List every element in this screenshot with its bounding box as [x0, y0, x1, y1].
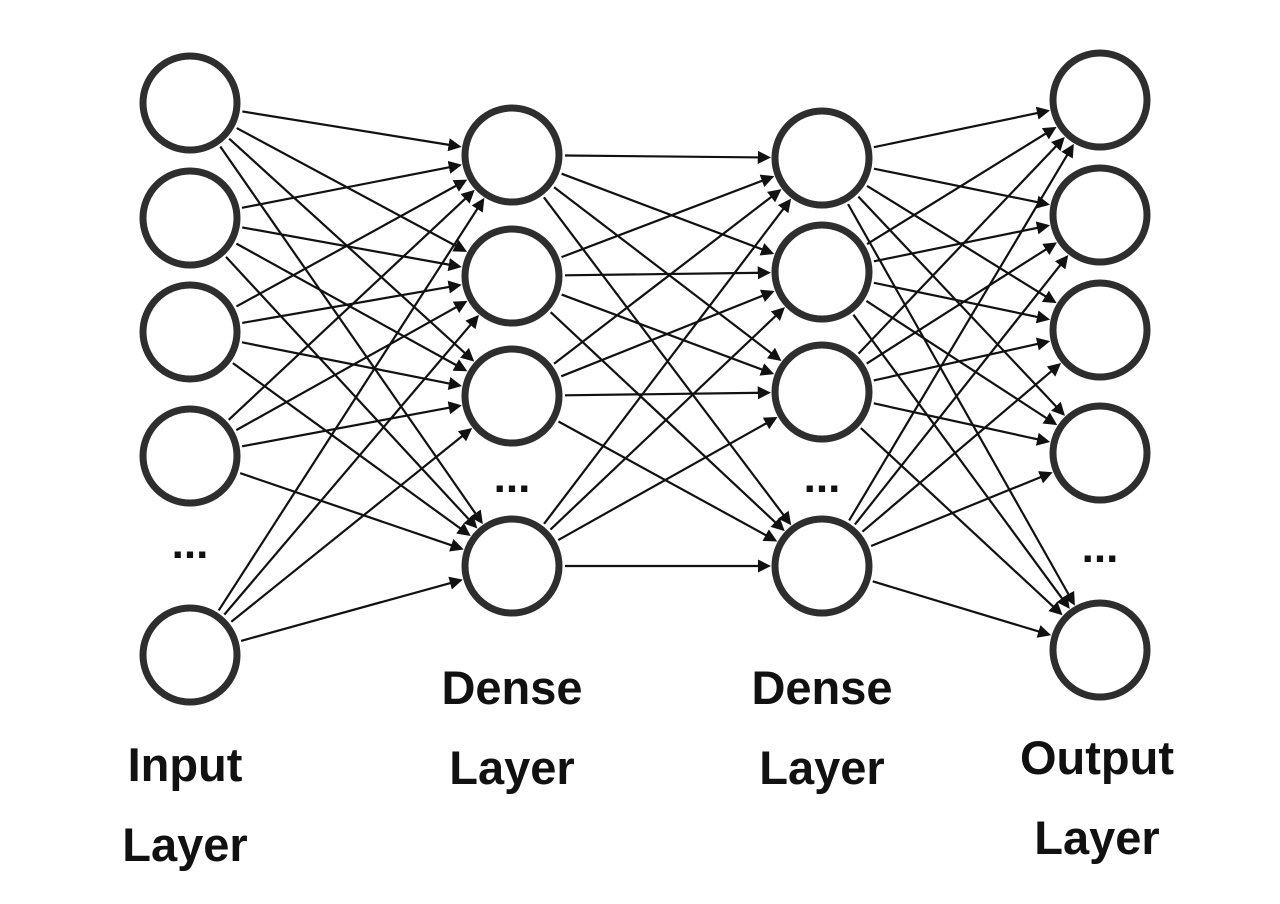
connection-arrow [561, 172, 775, 256]
connection-arrow [564, 266, 771, 280]
neuron-node [461, 345, 563, 447]
connection-arrow [241, 401, 462, 448]
connection-arrow [866, 126, 1057, 246]
neuron-node [139, 281, 241, 383]
connection-arrow [242, 110, 462, 152]
connection-arrow [236, 127, 468, 252]
neuron-node [1049, 402, 1151, 504]
ellipsis-text: ... [494, 453, 531, 502]
connection-arrow [872, 580, 1052, 638]
connection-arrow [866, 242, 1057, 365]
connection-arrow [561, 174, 775, 259]
neuron-node [139, 52, 241, 154]
connection-arrow [564, 386, 771, 400]
connection-arrow [242, 280, 462, 325]
connection-arrow [873, 402, 1051, 446]
connection-arrow [235, 300, 468, 432]
neuron-node [139, 604, 241, 706]
ellipsis-text: ... [172, 519, 209, 568]
connection-arrow [553, 186, 782, 362]
connection-arrow [227, 189, 475, 421]
connection-arrow [543, 198, 792, 525]
connection-arrow [873, 281, 1051, 324]
connection-arrow [241, 160, 462, 209]
connection-arrow [223, 314, 479, 616]
neuron-node [1049, 599, 1151, 701]
connection-arrow [241, 226, 462, 272]
layer-label-line: Layer [1034, 811, 1160, 864]
layer-label-line: Layer [449, 741, 575, 794]
neuron-node [461, 515, 563, 617]
connection-arrow [873, 106, 1051, 149]
layer-label-output: Output Layer [1020, 718, 1174, 878]
layer-label-line: Layer [759, 741, 885, 794]
connection-arrow [861, 363, 1062, 533]
connection-arrow [230, 427, 473, 623]
connection-arrow [870, 471, 1053, 548]
connection-arrow [225, 256, 478, 529]
connection-arrow [852, 314, 1070, 609]
layer-label-line: Layer [122, 818, 248, 871]
connection-arrow [217, 197, 485, 612]
connection-arrow [873, 337, 1051, 382]
neuron-node [139, 405, 241, 507]
connection-arrow [857, 136, 1065, 355]
connection-arrow [549, 307, 785, 531]
connection-arrow [560, 289, 775, 378]
neuron-node [771, 515, 873, 617]
layer-label-dense-1: Dense Layer [441, 648, 582, 808]
layer-label-line: Output [1020, 731, 1174, 784]
layer-label-line: Input [127, 738, 243, 791]
neuron-node [1049, 49, 1151, 151]
connection-arrow [232, 362, 471, 536]
neuron-node [1049, 279, 1151, 381]
connection-arrow [847, 203, 1075, 606]
connection-arrow [240, 576, 463, 642]
layer-label-dense-2: Dense Layer [751, 648, 892, 808]
ellipsis-text: ... [804, 453, 841, 502]
connection-arrow [543, 196, 792, 526]
connection-arrow [873, 221, 1051, 263]
layer-label-line: Dense [751, 661, 893, 714]
layer-label-input: Input Layer [122, 725, 247, 885]
connection-arrow [241, 341, 462, 390]
connection-arrow [219, 145, 483, 525]
layer-label-line: Dense [441, 661, 583, 714]
neuron-node [461, 104, 563, 206]
neuron-node [139, 167, 241, 269]
connection-arrow [553, 189, 782, 365]
connection-arrow [235, 179, 468, 308]
neuron-node [771, 107, 873, 209]
neuron-node [461, 225, 563, 327]
ellipsis-text: ... [1082, 523, 1119, 572]
connection-arrow [848, 143, 1074, 522]
neuron-node [771, 341, 873, 443]
connection-arrow [860, 427, 1063, 616]
connection-arrow [854, 255, 1069, 526]
neuron-node [771, 221, 873, 323]
connection-arrow [239, 472, 464, 552]
connection-arrow [557, 416, 778, 542]
neuron-node [1049, 164, 1151, 266]
connection-arrow [564, 150, 771, 164]
connection-arrow [228, 137, 475, 362]
